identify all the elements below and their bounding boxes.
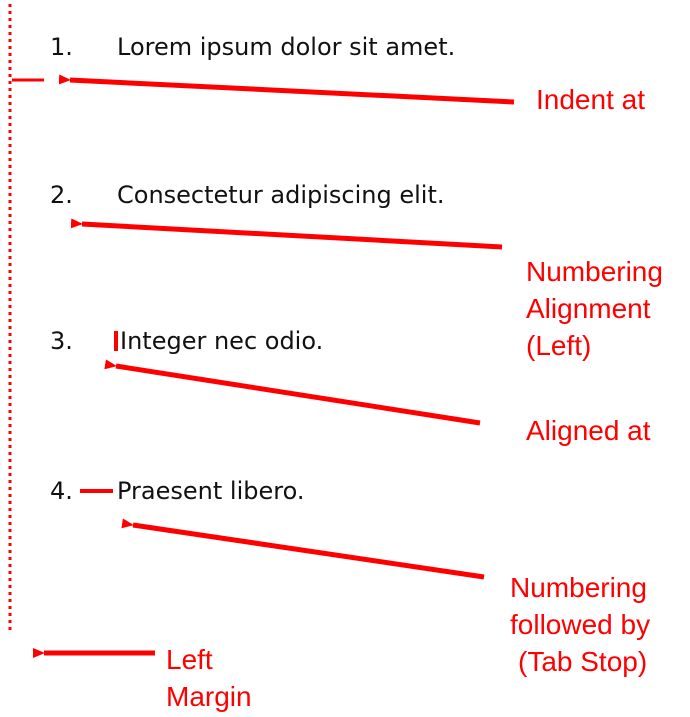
numbering-followed-by-label: Numbering followed by (Tab Stop) [510,572,658,677]
list-item-text: Consectetur adipiscing elit. [117,181,445,209]
list-item: 3. Integer nec odio. [50,327,323,355]
list-item-text: Lorem ipsum dolor sit amet. [117,33,455,61]
list-item-text: Integer nec odio. [120,327,323,355]
aligned-at-arrow [104,359,481,426]
list-item-number: 4. [50,477,73,505]
aligned-at-label: Aligned at [526,415,651,446]
numbering-alignment-arrow [70,218,503,250]
indent-at-arrow [58,74,515,105]
numbering-followed-by-arrow [121,518,485,580]
indent-at-label: Indent at [536,84,645,115]
list-item-number: 2. [50,181,73,209]
list-item-text: Praesent libero. [117,477,304,505]
list-item-number: 1. [50,33,73,61]
list-item: 1. Lorem ipsum dolor sit amet. [50,33,455,61]
list-item-number: 3. [50,327,73,355]
list-item: 4. Praesent libero. [50,477,304,505]
list-item: 2. Consectetur adipiscing elit. [50,181,445,209]
numbering-alignment-label: Numbering Alignment (Left) [526,256,671,361]
left-margin-label: Left Margin [166,644,252,712]
